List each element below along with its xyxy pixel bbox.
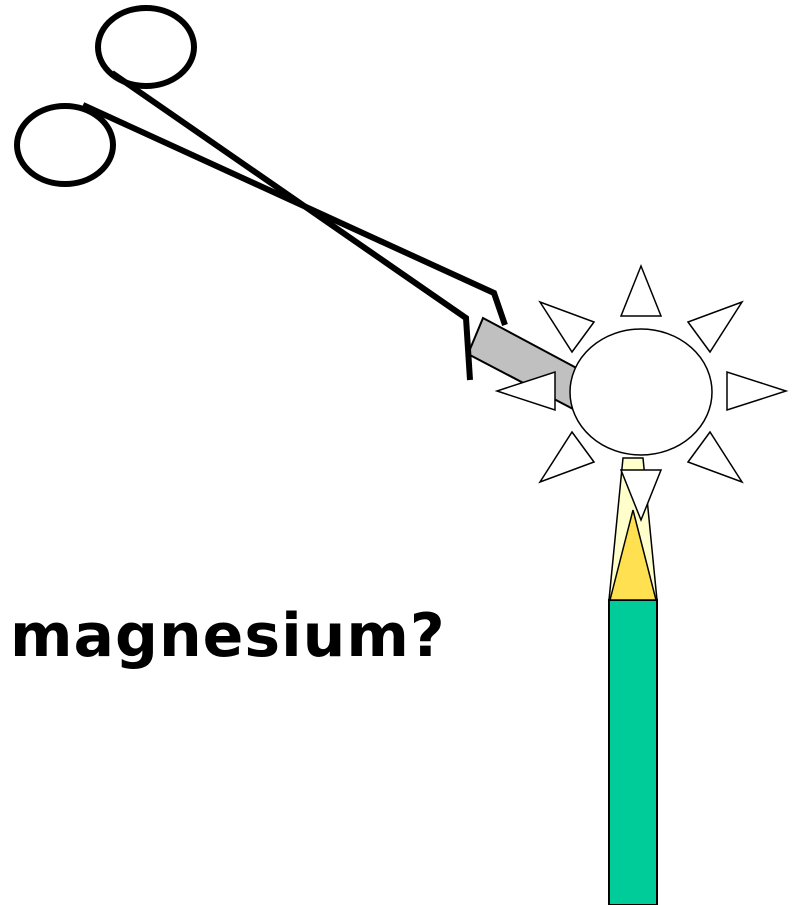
ray-top-left bbox=[540, 302, 594, 352]
tongs-lower-handle-ring bbox=[17, 106, 113, 184]
tongs-upper-arm bbox=[112, 73, 470, 380]
bright-light-icon bbox=[497, 266, 786, 520]
ray-bottom-right bbox=[688, 432, 742, 482]
bunsen-burner-icon bbox=[609, 600, 657, 905]
tongs-icon bbox=[17, 8, 505, 380]
ray-right bbox=[727, 372, 786, 410]
tongs-lower-arm bbox=[83, 105, 505, 325]
glow-center bbox=[570, 329, 712, 455]
ray-bottom-left bbox=[540, 432, 594, 482]
ray-top-right bbox=[688, 302, 742, 352]
ray-top bbox=[621, 266, 661, 316]
burner-barrel bbox=[609, 600, 657, 905]
question-caption: magnesium? bbox=[10, 606, 446, 666]
